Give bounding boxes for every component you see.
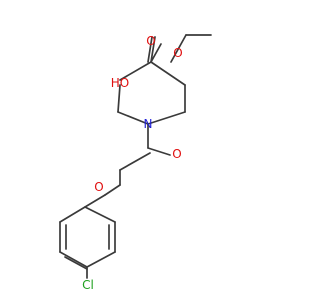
atom-label-o-ester: O — [173, 46, 182, 60]
atom-label-o-amide: O — [172, 147, 181, 161]
atom-label-o-ether: O — [94, 180, 103, 194]
bond-lines — [59, 34, 212, 279]
atom-label-hydroxyl: HO — [111, 76, 129, 90]
atom-label-nitrogen: N — [144, 117, 153, 131]
atom-label-o-carbonyl-ester: O — [146, 34, 155, 48]
molecule-structure: O O HO N O O Cl — [59, 34, 212, 292]
atom-label-chlorine: Cl — [82, 278, 94, 292]
